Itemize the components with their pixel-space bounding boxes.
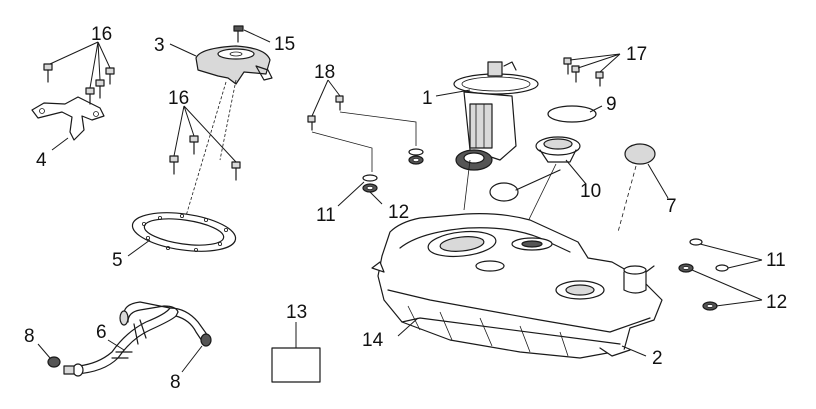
callout-18: 18 xyxy=(314,62,335,83)
callout-8-bottom: 8 xyxy=(170,372,181,393)
part-level-sender xyxy=(535,136,581,163)
bolts-17 xyxy=(563,57,604,87)
callout-8-left: 8 xyxy=(24,326,35,347)
bolts-16-middle xyxy=(169,135,241,181)
part-fuel-pump xyxy=(453,61,561,202)
part-gasket-plate xyxy=(547,105,597,123)
grommets-11-12-right xyxy=(678,238,729,311)
callout-9: 9 xyxy=(606,94,617,115)
callout-15: 15 xyxy=(274,34,295,55)
callout-2: 2 xyxy=(652,348,663,369)
callout-13: 13 xyxy=(286,302,307,323)
part-hose xyxy=(63,301,209,377)
bolts-16-upper-left xyxy=(43,63,115,105)
callout-11-right: 11 xyxy=(766,250,786,271)
callout-6: 6 xyxy=(96,322,107,343)
part-label xyxy=(271,347,321,383)
callout-12-right: 12 xyxy=(766,292,787,313)
callout-16-middle: 16 xyxy=(168,88,189,109)
callout-11-left: 11 xyxy=(316,205,336,226)
grommets-11-12-left xyxy=(362,148,424,193)
callout-16-top: 16 xyxy=(91,24,112,45)
callout-7: 7 xyxy=(666,196,677,217)
part-cap xyxy=(624,143,656,165)
callout-10: 10 xyxy=(580,181,601,202)
callout-14: 14 xyxy=(362,330,384,351)
part-cover xyxy=(195,45,273,85)
part-screw xyxy=(233,25,244,43)
callout-3: 3 xyxy=(154,35,165,56)
callout-5: 5 xyxy=(112,250,123,271)
callout-12-left: 12 xyxy=(388,202,409,223)
callout-17: 17 xyxy=(626,44,647,65)
part-gasket-ring xyxy=(131,212,237,252)
part-bracket xyxy=(31,63,115,141)
clamps-8 xyxy=(47,333,212,368)
part-fuel-tank xyxy=(371,213,663,359)
callout-4: 4 xyxy=(36,150,47,171)
callout-1: 1 xyxy=(422,88,433,109)
